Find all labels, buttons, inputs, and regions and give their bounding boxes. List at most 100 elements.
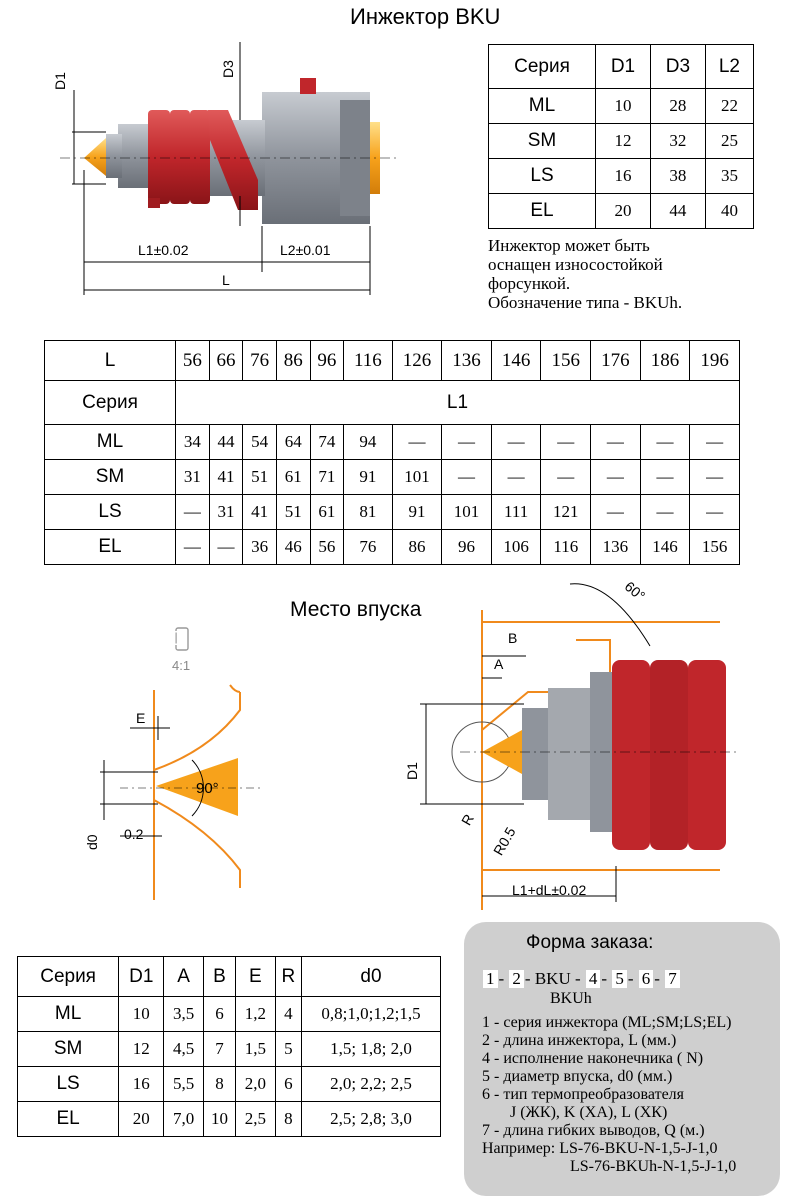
view-d-label: D (172, 628, 187, 650)
table-cell: — (490, 459, 542, 495)
table-cell: 10 (202, 1101, 237, 1137)
table-cell: 5,5 (163, 1066, 204, 1102)
table-cell: 4,5 (163, 1031, 204, 1067)
table-cell: SM (44, 459, 176, 495)
table-cell: 8 (202, 1066, 237, 1102)
table-cell: — (540, 424, 592, 460)
table-cell: 20 (118, 1101, 165, 1137)
header-cell: B (202, 956, 237, 997)
header-cell: 156 (540, 340, 592, 381)
table-cell: — (590, 459, 641, 495)
table-cell: LS (16, 1066, 120, 1102)
table-cell: 31 (175, 459, 210, 495)
table-cell: 64 (275, 424, 311, 460)
table-cell: LS (44, 494, 176, 530)
table-cell: 41 (242, 494, 277, 530)
table-cell: 4 (274, 996, 303, 1032)
table-cell: 32 (649, 123, 706, 159)
table-cell: 8 (274, 1101, 303, 1137)
code-box-7: 7 (665, 970, 680, 988)
table-cell: 0,8;1,0;1,2;1,5 (301, 996, 441, 1032)
table-cell: 12 (118, 1031, 165, 1067)
table-cell: EL (488, 193, 596, 229)
note-block: Инжектор может быть оснащен износостойко… (488, 236, 682, 312)
table-cell: 41 (208, 459, 244, 495)
table-cell: SM (488, 123, 596, 159)
header-cell: 196 (689, 340, 740, 381)
scale-label: 4:1 (172, 658, 191, 673)
page-title: Инжектор BKU (350, 4, 501, 29)
table-cell: 91 (391, 494, 443, 530)
table-cell: 6 (274, 1066, 303, 1102)
header-cell: 116 (343, 340, 393, 381)
table-cell: 156 (689, 529, 740, 565)
header-cell: 76 (242, 340, 277, 381)
table-cell: — (590, 494, 641, 530)
table-cell: — (490, 424, 542, 460)
header-cell: 86 (275, 340, 311, 381)
view-d2-label: D (398, 646, 414, 671)
header-cell: 56 (175, 340, 210, 381)
table-cell: 61 (309, 494, 345, 530)
table-cell: 54 (242, 424, 277, 460)
order-line: 7 - длина гибких выводов, Q (м.) (482, 1122, 705, 1139)
code-box-6: 6 (638, 970, 654, 988)
table-cell: 96 (441, 529, 492, 565)
header-cell: Серия (488, 44, 596, 89)
header-cell: R (274, 956, 303, 997)
l1-label: L1±0.02 (138, 242, 189, 258)
order-line: 5 - диаметр впуска, d0 (мм.) (482, 1068, 673, 1085)
table-cell: 16 (118, 1066, 165, 1102)
table-cell: — (208, 529, 244, 565)
table-cell: 44 (649, 193, 706, 229)
table-cell: 3,5 (163, 996, 204, 1032)
order-line: 1 - серия инжектора (ML;SM;LS;EL) (482, 1014, 732, 1031)
table-cell: — (175, 494, 210, 530)
table-cell: 20 (595, 193, 651, 229)
table-cell: 10 (118, 996, 165, 1032)
table-cell: 36 (242, 529, 277, 565)
l2-label: L2±0.01 (280, 242, 331, 258)
table-cell: 10 (595, 88, 651, 124)
inlet-drawing (420, 583, 736, 910)
table-cell: 71 (309, 459, 345, 495)
note-line: Обозначение типа - BKUh. (488, 293, 683, 312)
header-cell: L (44, 340, 176, 381)
table-cell: 106 (490, 529, 542, 565)
note-line: Инжектор может быть (488, 236, 650, 255)
header-cell: D1 (118, 956, 165, 997)
order-form-panel: Форма заказа: 1- 2- BKU - 4- 5- 6- 7 BKU… (464, 922, 780, 1196)
code-box-1: 1 (483, 970, 498, 988)
table-cell: 46 (275, 529, 311, 565)
table-cell: — (590, 424, 641, 460)
header-cell: 66 (208, 340, 244, 381)
header-cell: D3 (649, 44, 706, 89)
table-cell: — (441, 459, 492, 495)
l1dl-label: L1+dL±0.02 (512, 882, 587, 898)
order-line: LS-76-BKUh-N-1,5-J-1,0 (570, 1158, 737, 1175)
table-cell: ML (44, 424, 176, 460)
table-cell: — (639, 459, 691, 495)
table-cell: 2,0; 2,2; 2,5 (301, 1066, 441, 1102)
header-cell: A (163, 956, 204, 997)
note-line: оснащен износостойкой (488, 255, 663, 274)
table-cell: 74 (309, 424, 345, 460)
table-cell: 81 (343, 494, 393, 530)
order-line: 6 - тип термопреобразователя (482, 1086, 685, 1103)
order-line: Например: LS-76-BKU-N-1,5-J-1,0 (482, 1140, 718, 1157)
detail-view-drawing (100, 627, 260, 900)
header-cell: 96 (309, 340, 345, 381)
table-cell: 16 (595, 158, 651, 194)
